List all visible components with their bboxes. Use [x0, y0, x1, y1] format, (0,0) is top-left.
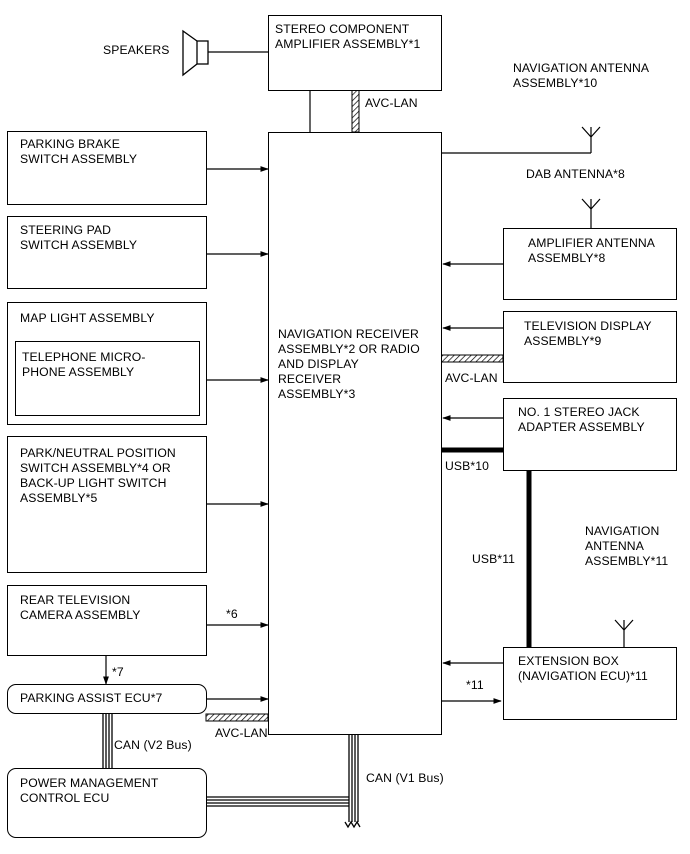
- parking-brake-box: [7, 131, 207, 205]
- note-7-label: *7: [112, 665, 124, 679]
- telephone-mic-label: TELEPHONE MICRO- PHONE ASSEMBLY: [22, 350, 146, 379]
- avc-lan-tv-label: AVC-LAN: [445, 371, 498, 385]
- can-v1-label: CAN (V1 Bus): [366, 771, 444, 785]
- note-6-label: *6: [226, 607, 238, 621]
- nav-antenna-11-label: NAVIGATION ANTENNA ASSEMBLY*11: [585, 524, 669, 568]
- amp-antenna-box: [503, 228, 677, 300]
- nav-receiver-box: [268, 132, 442, 735]
- steering-pad-label: STEERING PAD SWITCH ASSEMBLY: [20, 223, 138, 252]
- usb-11-label: USB*11: [472, 552, 516, 566]
- nav-antenna-10-label: NAVIGATION ANTENNA ASSEMBLY*10: [513, 61, 650, 90]
- speakers-label: SPEAKERS: [103, 43, 170, 57]
- amp-antenna-label: AMPLIFIER ANTENNA ASSEMBLY*8: [528, 236, 655, 265]
- speaker-icon: [182, 29, 209, 77]
- stereo-amp-label: STEREO COMPONENT AMPLIFIER ASSEMBLY*1: [275, 22, 421, 51]
- park-neutral-label: PARK/NEUTRAL POSITION SWITCH ASSEMBLY*4 …: [20, 446, 176, 505]
- parking-brake-label: PARKING BRAKE SWITCH ASSEMBLY: [20, 137, 138, 166]
- can-v2-bus: [102, 713, 113, 768]
- tv-display-label: TELEVISION DISPLAY ASSEMBLY*9: [524, 319, 652, 348]
- tv-display-box: [503, 311, 677, 383]
- park-neutral-box: [7, 436, 207, 573]
- map-light-label: MAP LIGHT ASSEMBLY: [20, 311, 155, 325]
- power-mgmt-box: [7, 768, 207, 838]
- steering-pad-box: [7, 216, 207, 289]
- antenna-icon-nav-11: [614, 619, 634, 647]
- telephone-mic-box: [15, 341, 200, 416]
- power-mgmt-label: POWER MANAGEMENT CONTROL ECU: [20, 776, 159, 805]
- parking-assist-box: [7, 684, 207, 714]
- rear-camera-label: REAR TELEVISION CAMERA ASSEMBLY: [20, 593, 141, 622]
- antenna-icon-dab: [581, 198, 601, 228]
- avc-lan-bus-top: [351, 89, 360, 133]
- avc-lan-bus-bottom: [205, 713, 269, 722]
- dab-antenna-label: DAB ANTENNA*8: [526, 167, 625, 181]
- extension-box: [503, 647, 677, 720]
- note-11-label: *11: [466, 678, 484, 692]
- can-v1-bus: [206, 734, 361, 829]
- stereo-jack-label: NO. 1 STEREO JACK ADAPTER ASSEMBLY: [518, 405, 645, 434]
- extension-box-label: EXTENSION BOX (NAVIGATION ECU)*11: [518, 654, 648, 683]
- can-v2-label: CAN (V2 Bus): [114, 738, 192, 752]
- usb-10-label: USB*10: [445, 459, 489, 473]
- rear-camera-box: [7, 585, 207, 656]
- avc-lan-bottom-label: AVC-LAN: [215, 726, 268, 740]
- antenna-icon-nav-10: [441, 126, 601, 154]
- stereo-jack-box: [503, 398, 677, 471]
- nav-receiver-label: NAVIGATION RECEIVER ASSEMBLY*2 OR RADIO …: [278, 327, 420, 401]
- avc-lan-top-label: AVC-LAN: [365, 96, 418, 110]
- avc-lan-bus-tv: [440, 354, 504, 363]
- stereo-amp-box: [268, 15, 442, 91]
- parking-assist-label: PARKING ASSIST ECU*7: [20, 691, 163, 705]
